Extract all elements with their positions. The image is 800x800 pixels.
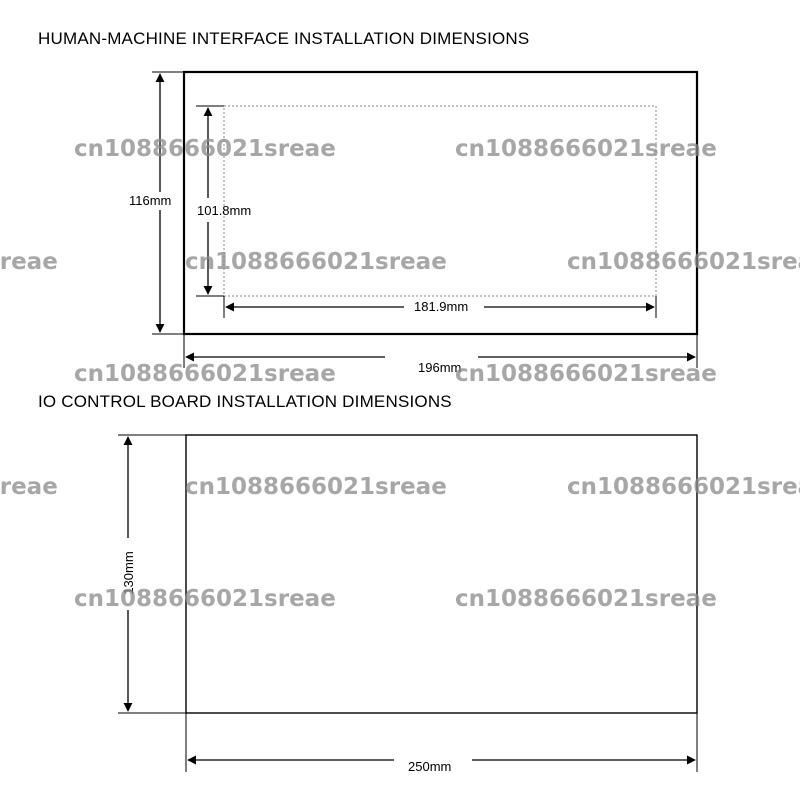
hmi-inner-height-label: 101.8mm	[197, 203, 251, 218]
watermark-text: cn1088666021sreae	[74, 361, 336, 387]
watermark-text: cn1088666021sreae	[455, 136, 717, 162]
watermark-text: cn1088666021sreae	[567, 249, 800, 275]
hmi-outer-width-label: 196mm	[418, 360, 461, 375]
watermark-text: cn1088666021sreae	[455, 361, 717, 387]
watermark-text: cn1088666021sreae	[185, 249, 447, 275]
hmi-section-title: HUMAN-MACHINE INTERFACE INSTALLATION DIM…	[38, 29, 530, 48]
io-width-label: 250mm	[408, 759, 451, 774]
hmi-inner-width-label: 181.9mm	[414, 299, 468, 314]
io-board-section-title: IO CONTROL BOARD INSTALLATION DIMENSIONS	[38, 392, 452, 411]
watermark-text: cn1088666021sreae	[0, 474, 58, 500]
watermark-text: cn1088666021sreae	[567, 474, 800, 500]
io-board-outline	[185, 434, 698, 714]
hmi-outer-height-label: 116mm	[129, 193, 171, 208]
io-height-label: 130mm	[121, 551, 136, 594]
watermark-text: cn1088666021sreae	[74, 586, 336, 612]
hmi-display-area	[223, 105, 657, 297]
watermark-text: cn1088666021sreae	[455, 586, 717, 612]
hmi-outer-frame	[182, 70, 699, 336]
watermark-text: cn1088666021sreae	[0, 249, 58, 275]
watermark-layer: cn1088666021sreae cn1088666021sreae cn10…	[0, 136, 800, 612]
watermark-text: cn1088666021sreae	[74, 136, 336, 162]
watermark-text: cn1088666021sreae	[185, 474, 447, 500]
